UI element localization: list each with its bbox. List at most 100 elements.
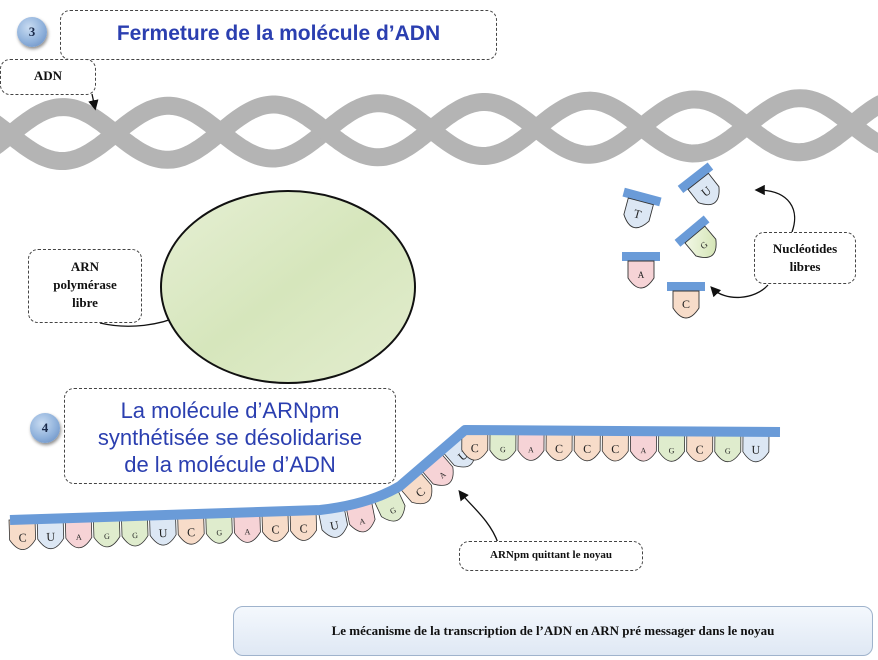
rna-nucleotide-body	[177, 513, 205, 545]
rna-nucleotide: A	[517, 429, 545, 461]
nucleotide-pointer-arrow-down	[710, 284, 769, 299]
step-4-line-2: synthétisée se désolidarise	[97, 425, 363, 450]
nucleotide-body	[627, 260, 655, 289]
rna-nucleotide: G	[205, 512, 233, 544]
rna-nucleotide: C	[398, 469, 433, 505]
step-4-line-1: La molécule d’ARNpm	[120, 398, 340, 423]
footer-caption-box: Le mécanisme de la transcription de l’AD…	[233, 606, 873, 656]
rna-nucleotide: C	[573, 430, 601, 462]
arn-leaving-pointer-arrow	[458, 489, 499, 544]
rna-backbone	[9, 425, 781, 525]
rna-nucleotide-letter: U	[159, 526, 168, 540]
rna-nucleotide-letter: C	[299, 521, 307, 535]
rna-nucleotide: G	[489, 429, 517, 461]
rna-nucleotide-body	[92, 516, 121, 548]
rna-nucleotide: A	[629, 430, 657, 462]
rna-nucleotide-body	[261, 510, 289, 542]
rna-nucleotide-letter: A	[640, 446, 646, 455]
arn-polymerase-line-2: polymérase	[53, 277, 117, 292]
rna-nucleotide-letter: C	[18, 530, 26, 544]
rna-nucleotide-body	[686, 431, 714, 462]
arn-polymerase-label-box	[28, 249, 142, 323]
rna-nucleotide-letter: A	[528, 445, 534, 454]
rna-nucleotide-letter: U	[329, 518, 341, 533]
rna-nucleotide: U	[742, 431, 770, 463]
free-nucleotides: UT G A C	[622, 162, 720, 319]
rna-nucleotide: A	[64, 516, 93, 549]
rna-nucleotide: U	[149, 514, 177, 546]
rna-nucleotide-body	[8, 518, 37, 550]
nucleotide-bar	[667, 282, 705, 291]
step-3-title-box	[60, 10, 497, 60]
rna-nucleotide-body	[461, 429, 489, 461]
rna-nucleotide-body	[289, 509, 318, 541]
rna-nucleotide: G	[92, 516, 121, 548]
nucleotide-bar	[622, 252, 660, 261]
rna-nucleotide-body	[419, 451, 454, 486]
arn-polymerase-enzyme	[160, 190, 416, 384]
step-3-number: 3	[28, 24, 36, 39]
step-3-title: Fermeture de la molécule d’ADN	[116, 22, 441, 45]
step-4-number: 4	[41, 420, 49, 435]
rna-nucleotide-body	[398, 469, 433, 505]
rna-nucleotide-body	[489, 429, 517, 461]
nucleotides-label-line-1: Nucléotides	[772, 241, 838, 256]
nucleotide-pointer-arrow-up	[754, 184, 796, 233]
rna-nucleotide-letter: G	[669, 446, 675, 455]
rna-nucleotide: C	[686, 431, 714, 462]
rna-nucleotide: C	[261, 510, 289, 542]
arn-polymerase-line-1: ARN	[70, 259, 100, 274]
free-nucleotide-c: C	[667, 282, 705, 319]
rna-nucleotide-letter: A	[76, 533, 82, 542]
nucleotide-bar	[622, 187, 662, 207]
rna-nucleotide: A	[233, 511, 261, 543]
step-4-badge: 4	[30, 413, 60, 443]
free-nucleotide-a: A	[622, 252, 660, 289]
rna-nucleotide-body	[205, 512, 233, 544]
nucleotide-body	[687, 172, 720, 206]
rna-nucleotide: C	[8, 518, 37, 550]
nucleotide-letter: C	[682, 297, 690, 311]
rna-nucleotide-body	[573, 430, 601, 462]
rna-nucleotide: C	[461, 429, 489, 461]
rna-nucleotide-letter: C	[187, 525, 195, 539]
rna-nucleotide-letter: G	[389, 505, 398, 516]
rna-nucleotide: U	[36, 517, 65, 550]
rna-nucleotide: C	[545, 430, 573, 461]
nucleotide-bar	[677, 162, 714, 194]
dna-label-box	[0, 59, 96, 95]
rna-nucleotide-body	[233, 511, 261, 543]
nucleotide-letter: A	[638, 270, 645, 280]
step-4-text: La molécule d’ARNpm synthétisée se désol…	[64, 397, 396, 478]
arn-polymerase-label: ARN polymérase libre	[28, 258, 142, 312]
rna-nucleotide-letter: C	[611, 442, 619, 456]
rna-nucleotide-letter: C	[271, 522, 279, 536]
nucleotide-letter: G	[698, 239, 710, 251]
rna-nucleotide: G	[120, 515, 149, 547]
rna-nucleotide-letter: A	[244, 527, 250, 536]
step-4-line-3: de la molécule d’ADN	[124, 452, 336, 477]
rna-nucleotide-letter: C	[555, 442, 563, 456]
rna-nucleotide-body	[658, 430, 686, 462]
nucleotide-body	[623, 197, 654, 229]
rna-nucleotide-letter: C	[583, 442, 591, 456]
free-nucleotide-u: U	[677, 162, 720, 206]
nucleotides-label-box	[754, 232, 856, 284]
free-nucleotide-t: T	[622, 187, 662, 229]
nucleotide-bar	[674, 215, 710, 247]
rna-nucleotide-letter: C	[696, 442, 704, 456]
rna-nucleotide-body	[629, 430, 657, 462]
rna-nucleotide-letter: C	[471, 441, 479, 455]
rna-nucleotide-letter: U	[751, 443, 760, 457]
rna-nucleotide-letter: U	[46, 530, 55, 544]
rna-nucleotide-letter: A	[437, 470, 447, 481]
rna-nucleotide-body	[64, 516, 93, 549]
rna-nucleotide-body	[742, 431, 770, 463]
rna-nucleotide-letter: G	[132, 531, 138, 540]
step-4-text-box	[64, 388, 396, 484]
footer-caption: Le mécanisme de la transcription de l’AD…	[331, 623, 775, 638]
dna-pointer-arrow	[88, 93, 99, 111]
arn-leaving-label-box	[459, 541, 643, 571]
